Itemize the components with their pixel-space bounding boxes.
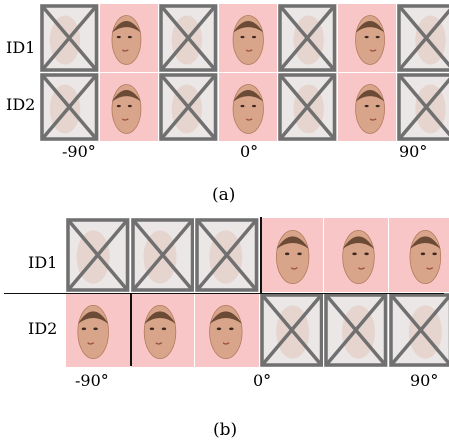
masked-face-image	[130, 218, 194, 292]
masked-face-image	[159, 73, 218, 141]
divider-vertical-b-bottom	[130, 294, 132, 366]
angle-label-neg90: -90°	[62, 142, 96, 161]
face-image	[66, 293, 130, 367]
face-image	[337, 4, 396, 72]
masked-face-image	[397, 4, 449, 72]
face-image	[99, 4, 158, 72]
masked-face-image	[397, 73, 449, 141]
face-image	[259, 218, 323, 292]
face-image	[324, 218, 388, 292]
angle-label-0-b: 0°	[253, 371, 272, 390]
angle-label-90-b: 90°	[410, 371, 439, 390]
angle-label-90: 90°	[399, 142, 428, 161]
angle-label-0: 0°	[240, 142, 259, 161]
face-image	[337, 73, 396, 141]
face-image	[218, 73, 277, 141]
masked-face-image	[195, 218, 259, 292]
masked-face-image	[40, 4, 99, 72]
angle-label-neg90-b: -90°	[75, 371, 109, 390]
face-image	[388, 218, 449, 292]
masked-face-image	[278, 73, 337, 141]
face-image	[195, 293, 259, 367]
face-image	[218, 4, 277, 72]
row-label-id2-b: ID2	[28, 319, 58, 338]
face-image	[99, 73, 158, 141]
caption-a: (a)	[212, 185, 236, 205]
masked-face-image	[388, 293, 449, 367]
masked-face-image	[159, 4, 218, 72]
row-label-id1: ID1	[6, 38, 36, 57]
divider-vertical-b-top	[260, 217, 262, 293]
row-label-id1-b: ID1	[28, 253, 58, 272]
row-label-id2: ID2	[6, 95, 36, 114]
figure-a: ID1 ID2 -90° 0° 90° (a)	[0, 0, 449, 215]
masked-face-image	[66, 218, 130, 292]
divider-horizontal	[4, 293, 444, 294]
masked-face-image	[324, 293, 388, 367]
masked-face-image	[278, 4, 337, 72]
masked-face-image	[40, 73, 99, 141]
caption-b: (b)	[213, 420, 238, 440]
masked-face-image	[259, 293, 323, 367]
face-image	[130, 293, 194, 367]
